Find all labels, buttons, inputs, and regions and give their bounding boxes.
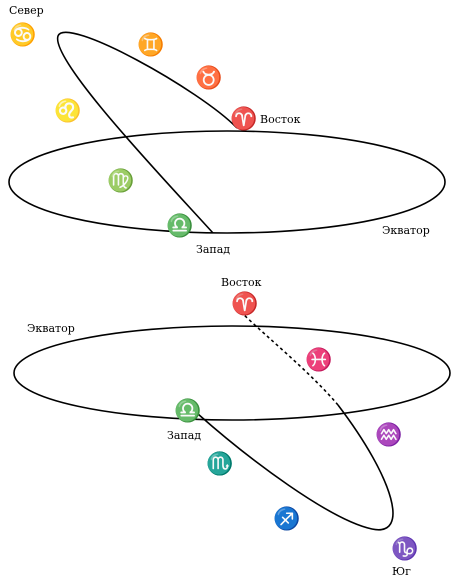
top-leo-icon: ♌ [54, 98, 81, 124]
bottom-capricorn-icon: ♑ [391, 536, 418, 562]
top-equator-ellipse [8, 130, 446, 234]
bottom-equator-label: Экватор [27, 322, 75, 335]
bottom-sagittarius-icon: ♐ [273, 506, 300, 532]
bottom-pisces-icon: ♓ [305, 347, 332, 373]
top-west-label: Запад [196, 243, 230, 256]
bottom-equator-ellipse [13, 325, 451, 421]
bottom-aries-icon: ♈ [231, 291, 258, 317]
top-east-label: Восток [260, 113, 301, 126]
top-cancer-icon: ♋ [9, 22, 36, 48]
bottom-scorpio-icon: ♏ [206, 451, 233, 477]
bottom-diagram: Восток Экватор Запад Юг ♈ ♓ ♒ ♎ ♏ ♐ ♑ [13, 276, 451, 578]
top-equator-label: Экватор [382, 224, 430, 237]
bottom-libra-icon: ♎ [174, 398, 201, 424]
bottom-east-label: Восток [221, 276, 262, 289]
top-virgo-icon: ♍ [107, 168, 134, 194]
bottom-south-label: Юг [392, 565, 411, 578]
top-taurus-icon: ♉ [195, 65, 222, 91]
bottom-ecliptic-hidden-arc [241, 312, 339, 406]
bottom-ecliptic-visible-arc [197, 404, 394, 531]
top-gemini-icon: ♊ [137, 32, 164, 58]
top-north-label: Север [9, 4, 44, 17]
top-ecliptic-ellipse [57, 31, 238, 234]
bottom-west-label: Запад [167, 429, 201, 442]
top-diagram: Север Восток Экватор Запад ♋ ♊ ♉ ♈ ♌ ♍ ♎ [8, 4, 446, 256]
top-aries-icon: ♈ [230, 106, 257, 132]
top-libra-icon: ♎ [166, 213, 193, 239]
bottom-aquarius-icon: ♒ [375, 422, 402, 448]
